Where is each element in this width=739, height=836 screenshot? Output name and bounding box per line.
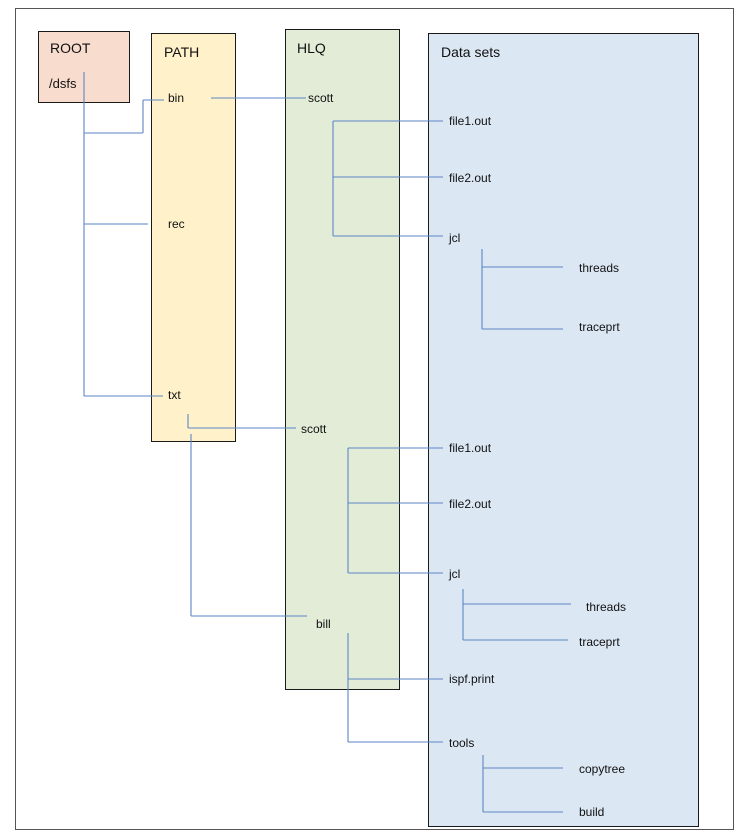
- root-path: /dsfs: [49, 76, 77, 91]
- hlq-item-scott-2: scott: [301, 422, 327, 436]
- dataset-copytree: copytree: [579, 762, 626, 776]
- path-column: [151, 33, 236, 442]
- dataset-tools: tools: [449, 736, 475, 750]
- dataset-traceprt-1: traceprt: [579, 320, 620, 334]
- hlq-column: [285, 29, 400, 690]
- datasets-title: Data sets: [441, 44, 501, 60]
- path-item-bin: bin: [168, 91, 185, 105]
- path-title: PATH: [164, 44, 200, 60]
- diagram-frame: [15, 8, 734, 830]
- dataset-jcl-2: jcl: [449, 567, 461, 581]
- datasets-column: [428, 33, 699, 827]
- dataset-file1-out-2: file1.out: [449, 441, 492, 455]
- dataset-build: build: [579, 805, 605, 819]
- hlq-item-scott-1: scott: [308, 91, 334, 105]
- dataset-ispf-print: ispf.print: [449, 672, 495, 686]
- dataset-traceprt-2: traceprt: [579, 635, 620, 649]
- dataset-threads-1: threads: [579, 261, 620, 275]
- path-item-rec: rec: [168, 217, 185, 231]
- dataset-file1-out-1: file1.out: [449, 114, 492, 128]
- dataset-file2-out-2: file2.out: [449, 497, 492, 511]
- dataset-jcl-1: jcl: [449, 231, 461, 245]
- hlq-item-bill: bill: [316, 617, 331, 631]
- dataset-file2-out-1: file2.out: [449, 171, 492, 185]
- dataset-threads-2: threads: [586, 600, 627, 614]
- root-title: ROOT: [50, 40, 91, 56]
- path-item-txt: txt: [168, 388, 181, 402]
- hlq-title: HLQ: [297, 40, 326, 56]
